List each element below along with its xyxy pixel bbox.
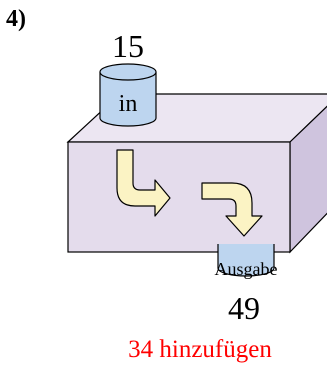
process-arrow-2 <box>201 182 263 237</box>
output-cylinder-label: Ausgabe <box>215 259 278 279</box>
input-cylinder-label: in <box>119 91 138 117</box>
input-cylinder: in <box>99 63 157 127</box>
output-cylinder: Ausgabe <box>215 244 278 279</box>
box-front-face <box>67 141 291 253</box>
input-value: 15 <box>112 28 144 64</box>
process-arrow-1 <box>116 149 171 217</box>
problem-number: 4) <box>6 6 26 32</box>
output-value: 49 <box>228 290 260 326</box>
rule-instruction: 34 hinzufügen <box>128 336 272 363</box>
